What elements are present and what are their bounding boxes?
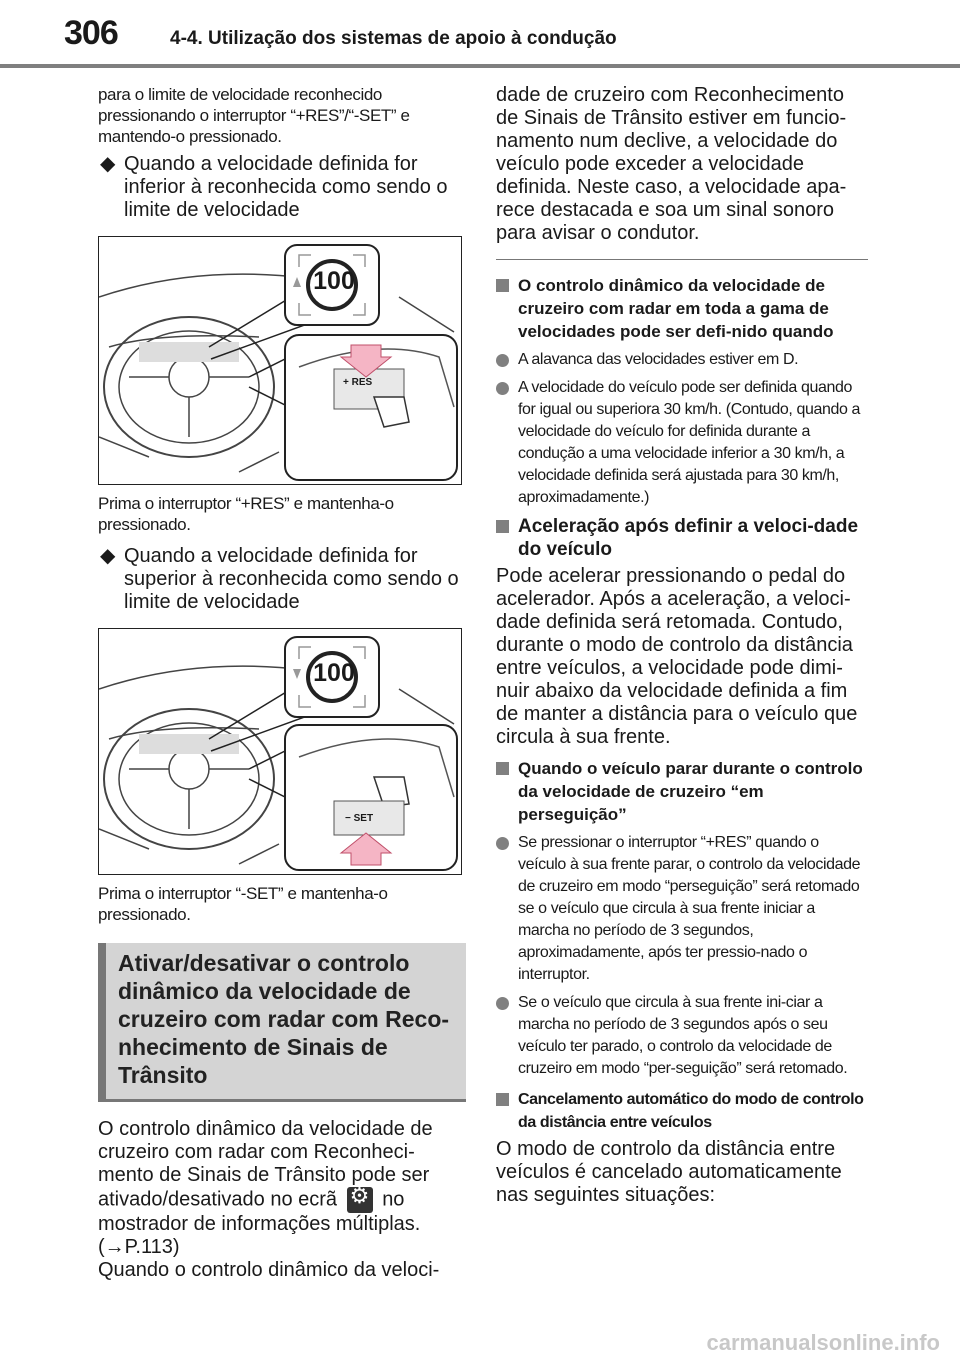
- bullet-lower-speed: ◆ Quando a velocidade definida for infer…: [98, 153, 466, 222]
- list-item-text: A velocidade do veículo pode ser definid…: [518, 379, 861, 506]
- figure-plus-res: 100 + RES: [98, 236, 462, 485]
- caption-plus-res: Prima o interruptor “+RES” e mantenha-o …: [98, 494, 394, 534]
- circle-bullet-icon: [496, 354, 509, 367]
- bullet-higher-speed: ◆ Quando a velocidade definida for super…: [98, 545, 466, 614]
- steering-wheel-illustration: [99, 244, 458, 481]
- heading-text: O controlo dinâmico da velocidade de cru…: [518, 276, 834, 341]
- circle-bullet-icon: [496, 837, 509, 850]
- circle-bullet-icon: [496, 382, 509, 395]
- divider: [496, 259, 868, 260]
- speed-limit-sign: 100: [313, 267, 355, 295]
- page-reference: (→P.113): [98, 1236, 180, 1258]
- heading-text: Cancelamento automático do modo de contr…: [518, 1091, 864, 1131]
- list-item-text: Se o veículo que circula à sua frente in…: [518, 994, 848, 1077]
- steering-wheel-illustration: [99, 636, 458, 871]
- activation-text-cont: no mostrador de informações múltiplas.: [98, 1188, 421, 1235]
- activation-paragraph: O controlo dinâmico da velocidade de cru…: [98, 1118, 466, 1282]
- heading-text: Quando o veículo parar durante o control…: [518, 759, 863, 824]
- circle-bullet-icon: [496, 997, 509, 1010]
- watermark: carmanualsonline.info: [706, 1330, 941, 1355]
- square-bullet-icon: [496, 520, 509, 533]
- list-item: Se pressionar o interruptor “+RES” quand…: [496, 832, 868, 986]
- heading-text: Aceleração após definir a veloci-dade do…: [518, 516, 859, 560]
- list-item-text: A alavanca das velocidades estiver em D.: [518, 351, 799, 368]
- chapter-title: 4-4. Utilização dos sistemas de apoio à …: [170, 28, 617, 49]
- header-rule: [0, 64, 960, 68]
- square-bullet-icon: [496, 279, 509, 292]
- caption-minus-set: Prima o interruptor “-SET” e mantenha-o …: [98, 884, 388, 924]
- right-column: dade de cruzeiro com Reconhecimento de S…: [496, 84, 868, 1207]
- gear-icon: [346, 1185, 373, 1213]
- page-number: 306: [64, 14, 119, 52]
- speed-limit-sign: 100: [313, 659, 355, 687]
- bullet-text: Quando a velocidade definida for superio…: [124, 545, 459, 613]
- list-item: A alavanca das velocidades estiver em D.: [496, 349, 868, 371]
- res-button-label: + RES: [343, 377, 373, 388]
- figure-minus-set: 100 − SET: [98, 628, 462, 875]
- square-bullet-icon: [496, 762, 509, 775]
- activation-text: O controlo dinâmico da velocidade de cru…: [98, 1118, 433, 1211]
- left-column: para o limite de velocidade reconhecido …: [98, 84, 466, 1282]
- diamond-bullet-icon: ◆: [100, 545, 116, 567]
- list-item: A velocidade do veículo pode ser definid…: [496, 377, 868, 509]
- diamond-bullet-icon: ◆: [100, 153, 116, 175]
- square-bullet-icon: [496, 1093, 509, 1106]
- bullet-text: Quando a velocidade definida for inferio…: [124, 153, 448, 221]
- section-title-box: Ativar/desativar o controlo dinâmico da …: [98, 943, 466, 1102]
- paragraph-start: Quando o controlo dinâmico da veloci-: [98, 1259, 440, 1281]
- list-item-text: Se pressionar o interruptor “+RES” quand…: [518, 834, 861, 983]
- section-text: Pode acelerar pressionando o pedal do ac…: [496, 565, 858, 748]
- list-item: Se o veículo que circula à sua frente in…: [496, 992, 868, 1080]
- intro-text: para o limite de velocidade reconhecido …: [98, 85, 410, 146]
- section-text: O modo de controlo da distância entre ve…: [496, 1138, 842, 1206]
- paragraph-continuation: dade de cruzeiro com Reconhecimento de S…: [496, 84, 847, 244]
- section-heading: O controlo dinâmico da velocidade de cru…: [496, 274, 868, 343]
- section-heading: Cancelamento automático do modo de contr…: [496, 1088, 868, 1134]
- page-header: 306 4-4. Utilização dos sistemas de apoi…: [0, 0, 960, 70]
- section-heading: Quando o veículo parar durante o control…: [496, 757, 868, 826]
- set-button-label: − SET: [345, 813, 374, 824]
- section-heading: Aceleração após definir a veloci-dade do…: [496, 515, 868, 561]
